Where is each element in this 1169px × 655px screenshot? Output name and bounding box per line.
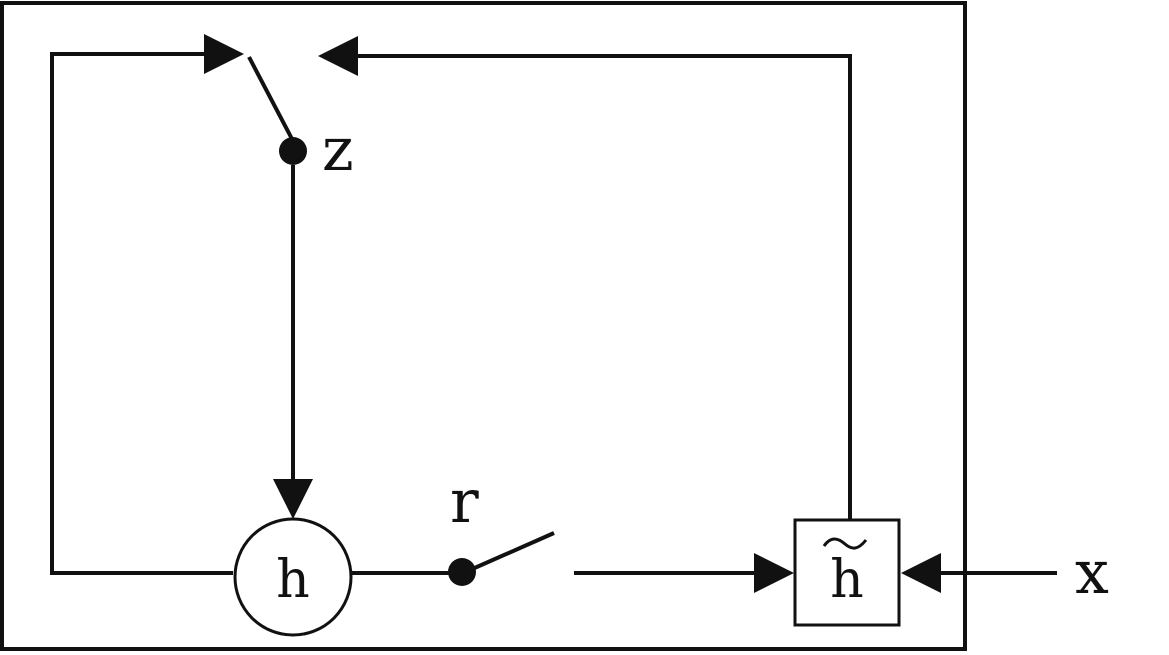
feedback-path-left [50,34,244,575]
feedback-path-right [318,36,852,520]
update-gate-label: z [322,115,354,185]
candidate-state-box [793,518,901,627]
outer-frame [0,1,967,651]
hidden-state-label: h [276,550,310,610]
candidate-tilde-mark [822,537,868,550]
reset-gate-label: r [450,467,479,537]
hidden-state-node [233,517,353,637]
update-gate-switch [247,56,294,140]
input-label: x [1075,538,1109,608]
candidate-state-label: h [830,550,864,610]
reset-gate-pivot [448,558,476,586]
update-gate-pivot [279,137,307,165]
reset-gate-switch [469,531,555,572]
